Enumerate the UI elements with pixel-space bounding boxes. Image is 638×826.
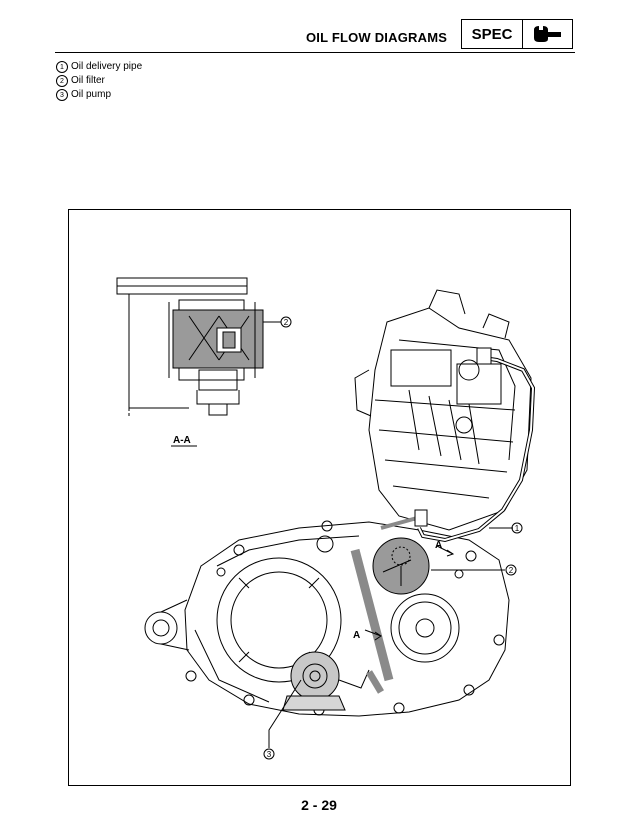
- callout-number: 2: [284, 318, 289, 327]
- callout-number: 3: [267, 750, 272, 759]
- section-marker: A: [435, 540, 442, 551]
- legend-label: Oil pump: [71, 89, 112, 100]
- legend-item: 3 Oil pump: [56, 88, 142, 102]
- legend: 1 Oil delivery pipe 2 Oil filter 3 Oil p…: [56, 60, 142, 102]
- spec-label: SPEC: [462, 20, 523, 48]
- section-label: A-A: [173, 435, 191, 446]
- callout-number: 1: [515, 524, 520, 533]
- legend-number: 1: [56, 61, 68, 73]
- header-rule: [55, 52, 575, 53]
- oil-pump: [282, 651, 370, 711]
- section-marker: A: [353, 630, 360, 641]
- oil-passage: [350, 516, 418, 694]
- legend-number: 3: [56, 89, 68, 101]
- legend-number: 2: [56, 75, 68, 87]
- page-number: 2 - 29: [301, 797, 337, 813]
- engine-crankcase: [144, 520, 510, 717]
- legend-label: Oil filter: [71, 75, 105, 86]
- oil-delivery-pipe: [414, 347, 536, 543]
- engine-oil-flow-diagram: 2 A-A: [116, 277, 536, 760]
- wrench-icon: [523, 20, 572, 48]
- legend-item: 2 Oil filter: [56, 74, 142, 88]
- spec-badge: SPEC: [461, 19, 573, 49]
- figure-frame: 2 A-A: [68, 209, 571, 786]
- callout-number: 2: [509, 566, 514, 575]
- oil-filter: [372, 537, 430, 595]
- filter-section-inset: [116, 277, 292, 418]
- page-title: OIL FLOW DIAGRAMS: [306, 30, 448, 45]
- legend-label: Oil delivery pipe: [71, 61, 143, 72]
- legend-item: 1 Oil delivery pipe: [56, 60, 142, 74]
- engine-cylinder: [354, 289, 532, 531]
